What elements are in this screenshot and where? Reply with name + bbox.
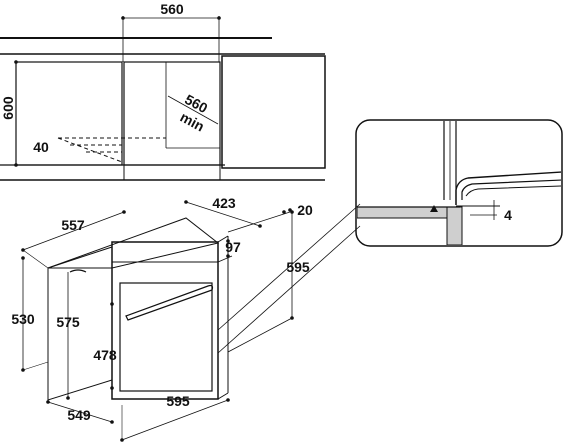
niche-opening xyxy=(123,61,221,166)
label-oven-top-depth: 423 xyxy=(212,195,236,211)
dim-base-depth: 549 xyxy=(46,400,114,424)
dim-niche-width: 560 xyxy=(121,1,221,62)
label-detail-gap: 4 xyxy=(504,207,512,223)
label-door-height: 478 xyxy=(93,347,117,363)
oven-handle xyxy=(125,284,214,321)
niche-drawing: 560 600 560 min 40 xyxy=(0,1,326,181)
label-body-height: 530 xyxy=(11,311,35,327)
label-panel-thickness: 20 xyxy=(297,202,313,218)
dim-front-height: 575 xyxy=(56,272,80,400)
dim-oven-depth: 557 xyxy=(21,210,126,269)
dim-panel-thickness: 20 xyxy=(227,202,313,233)
dim-control-panel: 97 xyxy=(217,239,241,263)
adjacent-cabinet-door xyxy=(221,55,326,169)
label-oven-height: 595 xyxy=(286,259,310,275)
label-control-panel-height: 97 xyxy=(225,239,241,255)
label-oven-depth: 557 xyxy=(61,217,85,233)
dim-oven-top-depth: 423 xyxy=(184,195,262,228)
dim-oven-width: 595 xyxy=(120,393,230,442)
label-niche-bottom-gap: 40 xyxy=(33,139,49,155)
label-base-depth: 549 xyxy=(67,407,91,423)
dim-niche-depth: 560 min xyxy=(167,91,219,134)
dim-body-height: 530 xyxy=(11,256,49,372)
dim-door-height: 478 xyxy=(93,302,117,390)
oven-drawing: 557 423 20 97 595 xyxy=(11,195,313,442)
dim-oven-height: 595 xyxy=(227,210,310,353)
label-niche-height: 600 xyxy=(0,96,16,120)
detail-callout: 4 xyxy=(217,119,563,354)
label-front-height: 575 xyxy=(56,314,80,330)
niche-left-compartment xyxy=(15,61,123,166)
label-oven-width: 595 xyxy=(166,393,190,409)
dim-niche-height: 600 xyxy=(0,60,18,167)
detail-frame xyxy=(355,119,563,247)
oven-door xyxy=(119,282,213,392)
label-niche-width: 560 xyxy=(160,1,184,17)
